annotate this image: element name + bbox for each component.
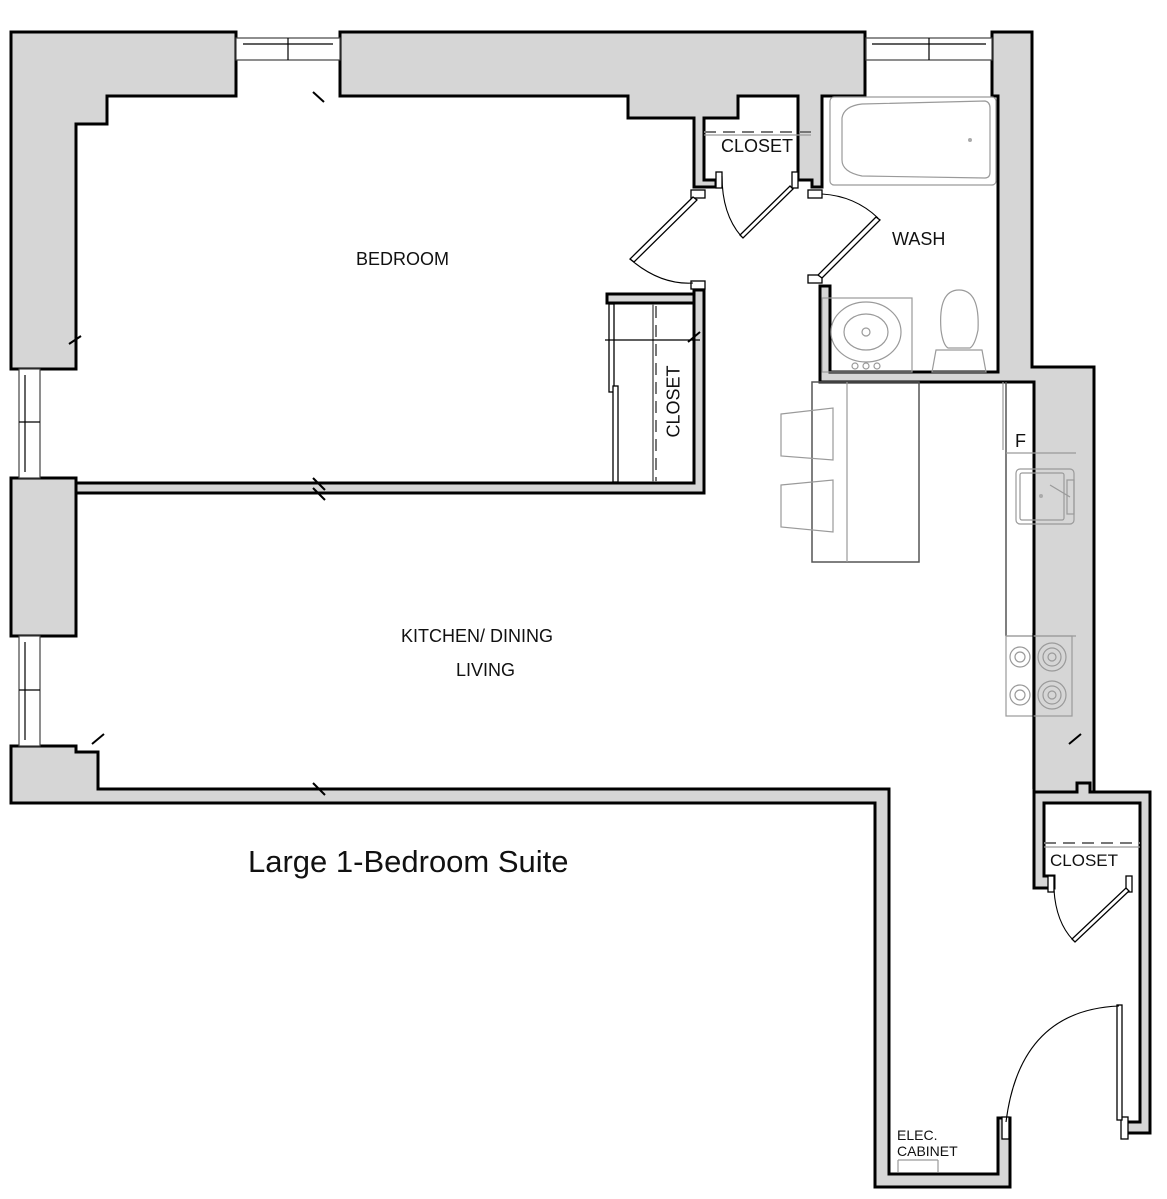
wall-north-middle <box>338 30 867 189</box>
entry-closet-door <box>1047 875 1133 943</box>
toilet-icon <box>931 289 987 373</box>
room-label-kitchen-dining: KITCHEN/ DINING <box>401 626 554 646</box>
fridge-label: F <box>1015 431 1026 451</box>
room-label-bedroom: BEDROOM <box>356 249 450 269</box>
wall-east-upper <box>818 30 1096 794</box>
top-closet-fixture <box>704 131 811 136</box>
stove-icon <box>1005 633 1073 789</box>
wall-entry-east <box>1032 781 1152 1135</box>
dimension-ticks <box>68 91 1082 796</box>
room-label-closet-top: CLOSET <box>721 136 794 156</box>
room-label-living: LIVING <box>456 660 516 680</box>
wash-door <box>807 189 881 284</box>
room-label-bedroom-closet: CLOSET <box>663 365 684 438</box>
sink-icon <box>821 297 913 373</box>
window-west-upper <box>18 368 41 479</box>
wall-south-living <box>9 744 1012 1189</box>
bathtub-icon <box>829 96 997 186</box>
elec-cabinet-label-line2: CABINET <box>897 1143 958 1159</box>
bar-stool-icon <box>780 407 834 533</box>
entry-closet-fixture <box>1044 842 1140 848</box>
plan-title: Large 1-Bedroom Suite <box>248 844 569 879</box>
entry-door <box>1001 1004 1129 1140</box>
bedroom-door <box>629 189 706 290</box>
kitchen-island <box>811 381 920 563</box>
window-north-left <box>235 37 341 61</box>
window-west-lower <box>18 635 41 747</box>
room-label-wash: WASH <box>892 229 946 249</box>
room-label-entry-closet: CLOSET <box>1050 851 1119 870</box>
wall-closet-header <box>605 292 696 305</box>
wall-northwest-corner <box>9 30 238 371</box>
kitchen-sink-icon <box>1015 468 1075 525</box>
window-north-right <box>865 37 993 61</box>
bedroom-closet-fixture <box>605 303 700 483</box>
elec-cabinet-label-line1: ELEC. <box>897 1127 938 1143</box>
electrical-cabinet <box>897 1159 939 1172</box>
closet-bifold-door <box>715 171 799 239</box>
wall-west-middle <box>9 476 78 638</box>
